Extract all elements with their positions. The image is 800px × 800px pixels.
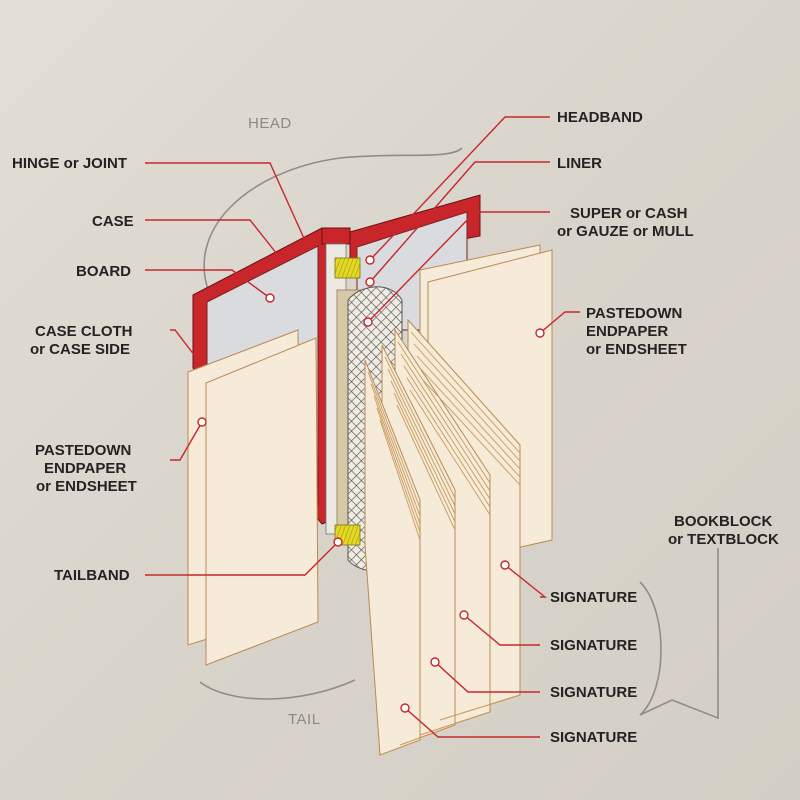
label-case-cloth-1: CASE CLOTH (35, 323, 133, 340)
label-pastedown-right-1: PASTEDOWN (586, 305, 682, 322)
label-headband: HEADBAND (557, 109, 643, 126)
label-tail: TAIL (288, 711, 321, 728)
signature-3-edges (397, 341, 491, 516)
dot-tailband (333, 537, 343, 547)
label-signature-4: SIGNATURE (550, 729, 637, 746)
dot-pastedown-left (197, 417, 207, 427)
label-pastedown-left-1: PASTEDOWN (35, 442, 131, 459)
leader-dots (197, 255, 545, 713)
label-bookblock-1: BOOKBLOCK (674, 513, 772, 530)
dot-signature-4 (400, 703, 410, 713)
label-pastedown-right-2: ENDPAPER (586, 323, 668, 340)
leader-case (145, 219, 278, 255)
leader-case-cloth (170, 329, 199, 361)
label-pastedown-left-3: or ENDSHEET (36, 478, 137, 495)
label-board: BOARD (76, 263, 131, 280)
leader-tailband (145, 541, 339, 576)
leader-pastedown-right (539, 311, 580, 334)
leader-super (367, 211, 550, 323)
label-tailband: TAILBAND (54, 567, 130, 584)
leader-signature-2 (463, 614, 540, 646)
label-bookblock-2: or TEXTBLOCK (668, 531, 779, 548)
label-super-1: SUPER or CASH (570, 205, 688, 222)
leader-hinge (145, 162, 308, 246)
label-signature-1: SIGNATURE (550, 589, 637, 606)
dot-super (363, 317, 373, 327)
leader-lines (145, 116, 580, 738)
headband-shape (334, 257, 361, 279)
leader-liner (369, 161, 550, 283)
label-hinge: HINGE or JOINT (12, 155, 127, 172)
label-liner: LINER (557, 155, 602, 172)
label-case-cloth-2: or CASE SIDE (30, 341, 130, 358)
signature-1-edges (367, 371, 421, 541)
label-pastedown-left-2: ENDPAPER (44, 460, 126, 477)
signature-stack (364, 318, 521, 756)
bookblock-bracket (639, 548, 719, 720)
label-signature-3: SIGNATURE (550, 684, 637, 701)
leader-signature-1 (504, 564, 547, 598)
dot-signature-1 (500, 560, 510, 570)
head-bracket (203, 147, 463, 301)
label-pastedown-right-3: or ENDSHEET (586, 341, 687, 358)
label-super-2: or GAUZE or MULL (557, 223, 694, 240)
leader-board (145, 269, 271, 299)
label-head: HEAD (248, 115, 292, 132)
dot-headband (365, 255, 375, 265)
signature-bottom-edges (379, 694, 521, 756)
dot-board (265, 293, 275, 303)
dot-pastedown-right (535, 328, 545, 338)
label-signature-2: SIGNATURE (550, 637, 637, 654)
leader-signature-3 (434, 661, 540, 693)
pastedown-left-sheet-front (205, 337, 319, 666)
tail-bracket (199, 679, 356, 700)
label-case: CASE (92, 213, 134, 230)
leader-pastedown-left (170, 421, 203, 461)
dot-signature-2 (459, 610, 469, 620)
dot-signature-3 (430, 657, 440, 667)
signature-2-edges (384, 356, 456, 531)
signature-4-edges (410, 331, 521, 486)
spine (321, 227, 351, 245)
leader-signature-4 (404, 707, 540, 738)
leader-headband (369, 116, 550, 261)
dot-liner (365, 277, 375, 287)
